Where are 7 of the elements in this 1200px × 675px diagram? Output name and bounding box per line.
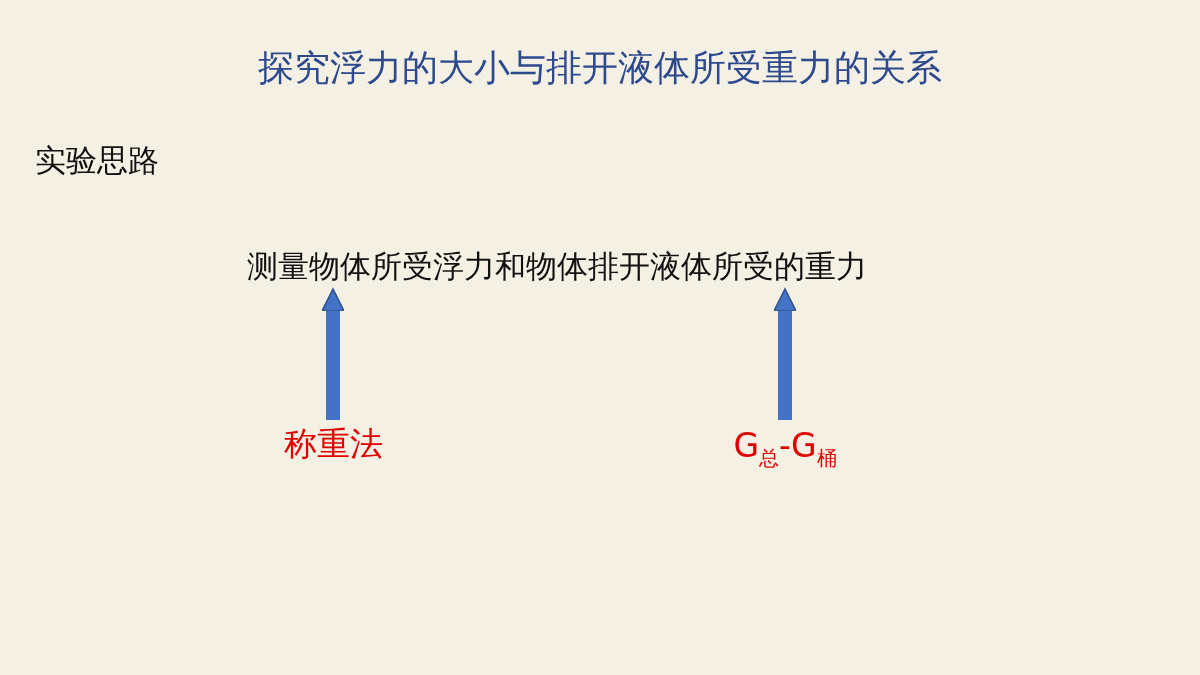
method-label: 称重法	[270, 420, 396, 468]
arrow	[773, 288, 797, 420]
arrow	[321, 288, 345, 420]
slide-title: 探究浮力的大小与排开液体所受重力的关系	[257, 46, 943, 90]
section-heading: 实验思路	[35, 141, 159, 180]
formula-label: G$_{总}$-G$_{桶}$	[716, 420, 854, 472]
statement-text: 测量物体所受浮力和物体排开液体所受的重力	[156, 243, 958, 289]
